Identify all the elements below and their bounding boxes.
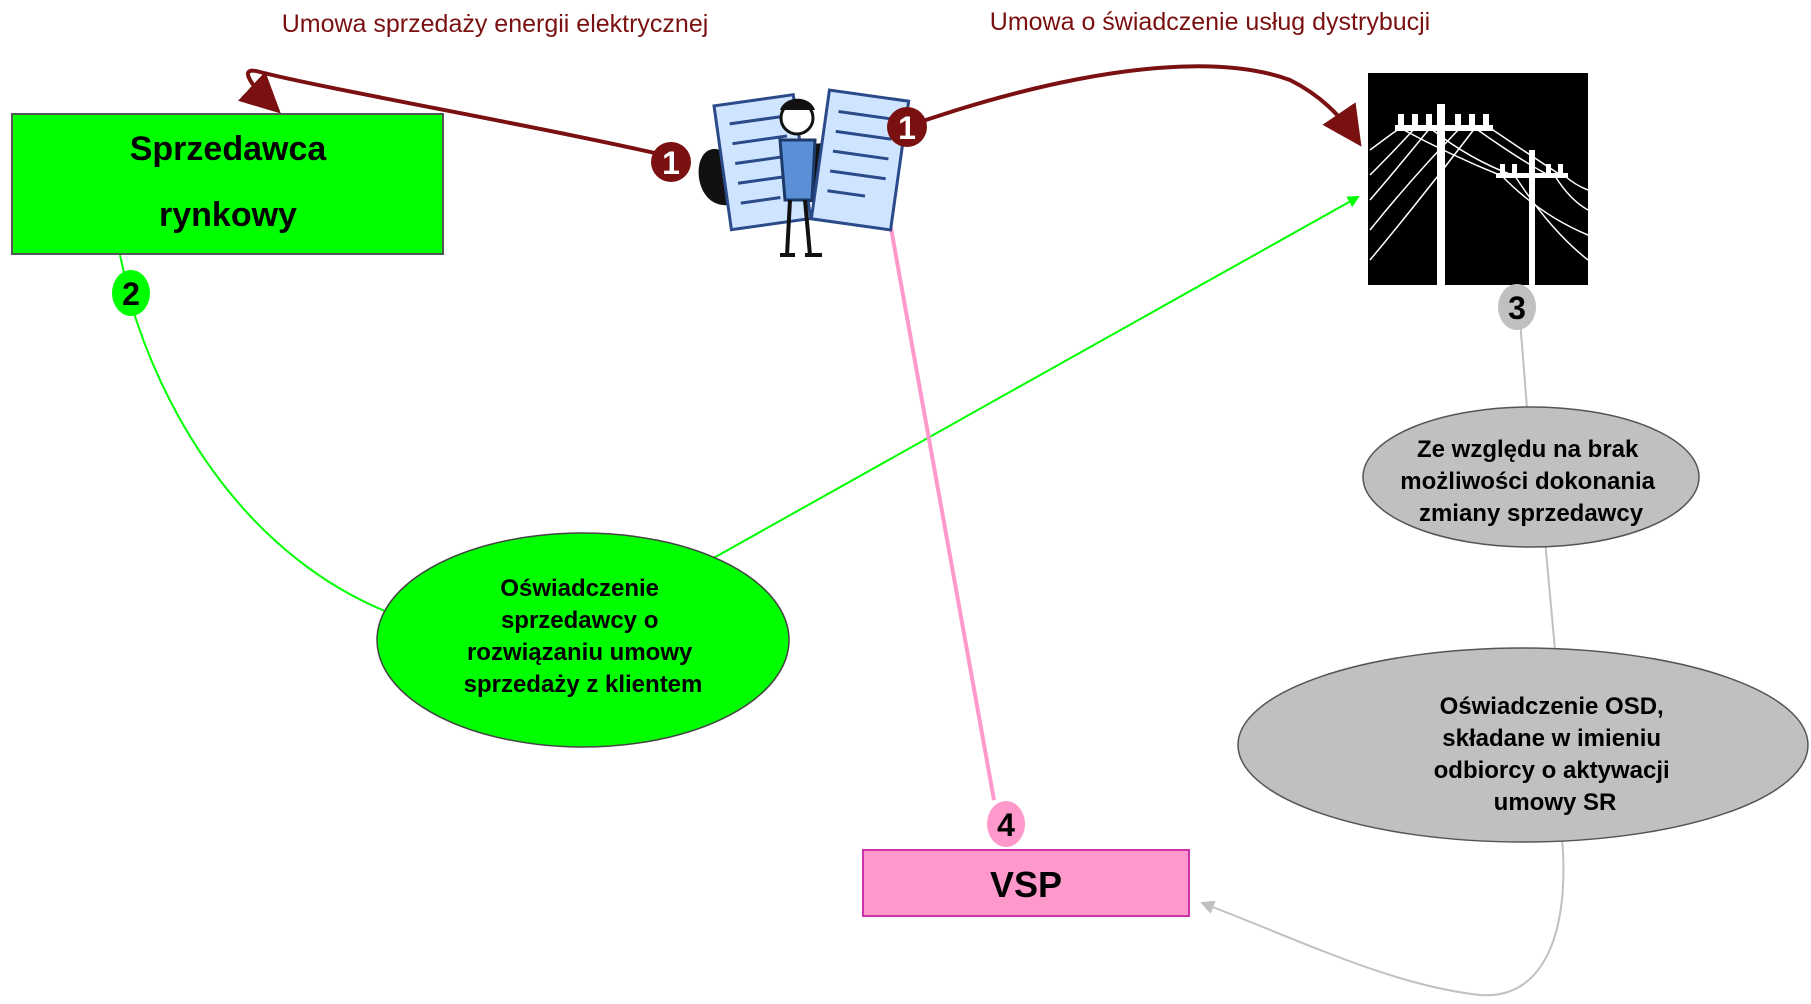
vsp-to-client-arrow — [880, 193, 996, 801]
distribution-contract-label: Umowa o świadczenie usług dystrybucji — [990, 8, 1430, 36]
osd-line1: Oświadczenie OSD, — [1440, 693, 1664, 720]
seller-termination-statement — [376, 532, 790, 748]
badge-4: 4 — [987, 801, 1025, 847]
grid-to-reason-line — [1519, 319, 1528, 409]
sales-contract-label: Umowa sprzedaży energii elektrycznej — [282, 10, 709, 38]
svg-text:Oświadczenie sprzedawcy o: Oświadczenie sprzedawcy o rozwiązaniu um… — [464, 575, 703, 698]
reason-line3: zmiany sprzedawcy — [1419, 500, 1644, 527]
seller-box — [11, 113, 444, 255]
badge-2: 2 — [112, 270, 150, 316]
seller-box-line2: rynkowy — [159, 196, 297, 234]
badge-1-right-label: 1 — [898, 110, 916, 146]
osd-line2: składane w imieniu — [1442, 725, 1661, 752]
statement-to-grid-arrow — [709, 196, 1360, 561]
green-ellipse-line2: sprzedawcy o — [501, 607, 658, 634]
osd-line3: odbiorcy o aktywacji — [1434, 757, 1670, 784]
osd-statement-to-vsp-arrow — [1200, 837, 1565, 997]
reason-to-statement-line — [1544, 539, 1556, 651]
svg-text:Oświadczenie OSD, składane: Oświadczenie OSD, składane w imieniu odb… — [1434, 693, 1677, 816]
badge-3: 3 — [1498, 284, 1536, 330]
osd-statement-ellipse — [1237, 647, 1809, 843]
badge-1-right: 1 — [887, 107, 927, 147]
vsp-box — [862, 849, 1190, 917]
client-contracts-icon — [698, 88, 911, 257]
seller-box-line1: Sprzedawca — [130, 130, 328, 168]
seller-to-statement-line — [119, 254, 396, 616]
badge-1-left-label: 1 — [662, 145, 680, 181]
reason-line1: Ze względu na brak — [1417, 436, 1639, 463]
badge-3-label: 3 — [1508, 290, 1526, 326]
green-ellipse-line3: rozwiązaniu umowy — [467, 639, 693, 666]
reason-ellipse — [1362, 406, 1700, 548]
badge-1-left: 1 — [651, 142, 691, 182]
distribution-contract-arrow — [844, 64, 1362, 152]
green-ellipse-line1: Oświadczenie — [500, 575, 659, 602]
green-ellipse-line4: sprzedaży z klientem — [464, 671, 703, 698]
badge-2-label: 2 — [122, 276, 140, 312]
svg-text:Ze względu na brak możliwo: Ze względu na brak możliwości dokonania … — [1400, 436, 1661, 527]
osd-line4: umowy SR — [1494, 789, 1617, 816]
reason-line2: możliwości dokonania — [1400, 468, 1655, 495]
vsp-label: VSP — [990, 864, 1062, 905]
badge-4-label: 4 — [997, 807, 1015, 843]
sales-contract-arrow — [237, 68, 686, 162]
power-lines-icon — [1368, 73, 1589, 285]
